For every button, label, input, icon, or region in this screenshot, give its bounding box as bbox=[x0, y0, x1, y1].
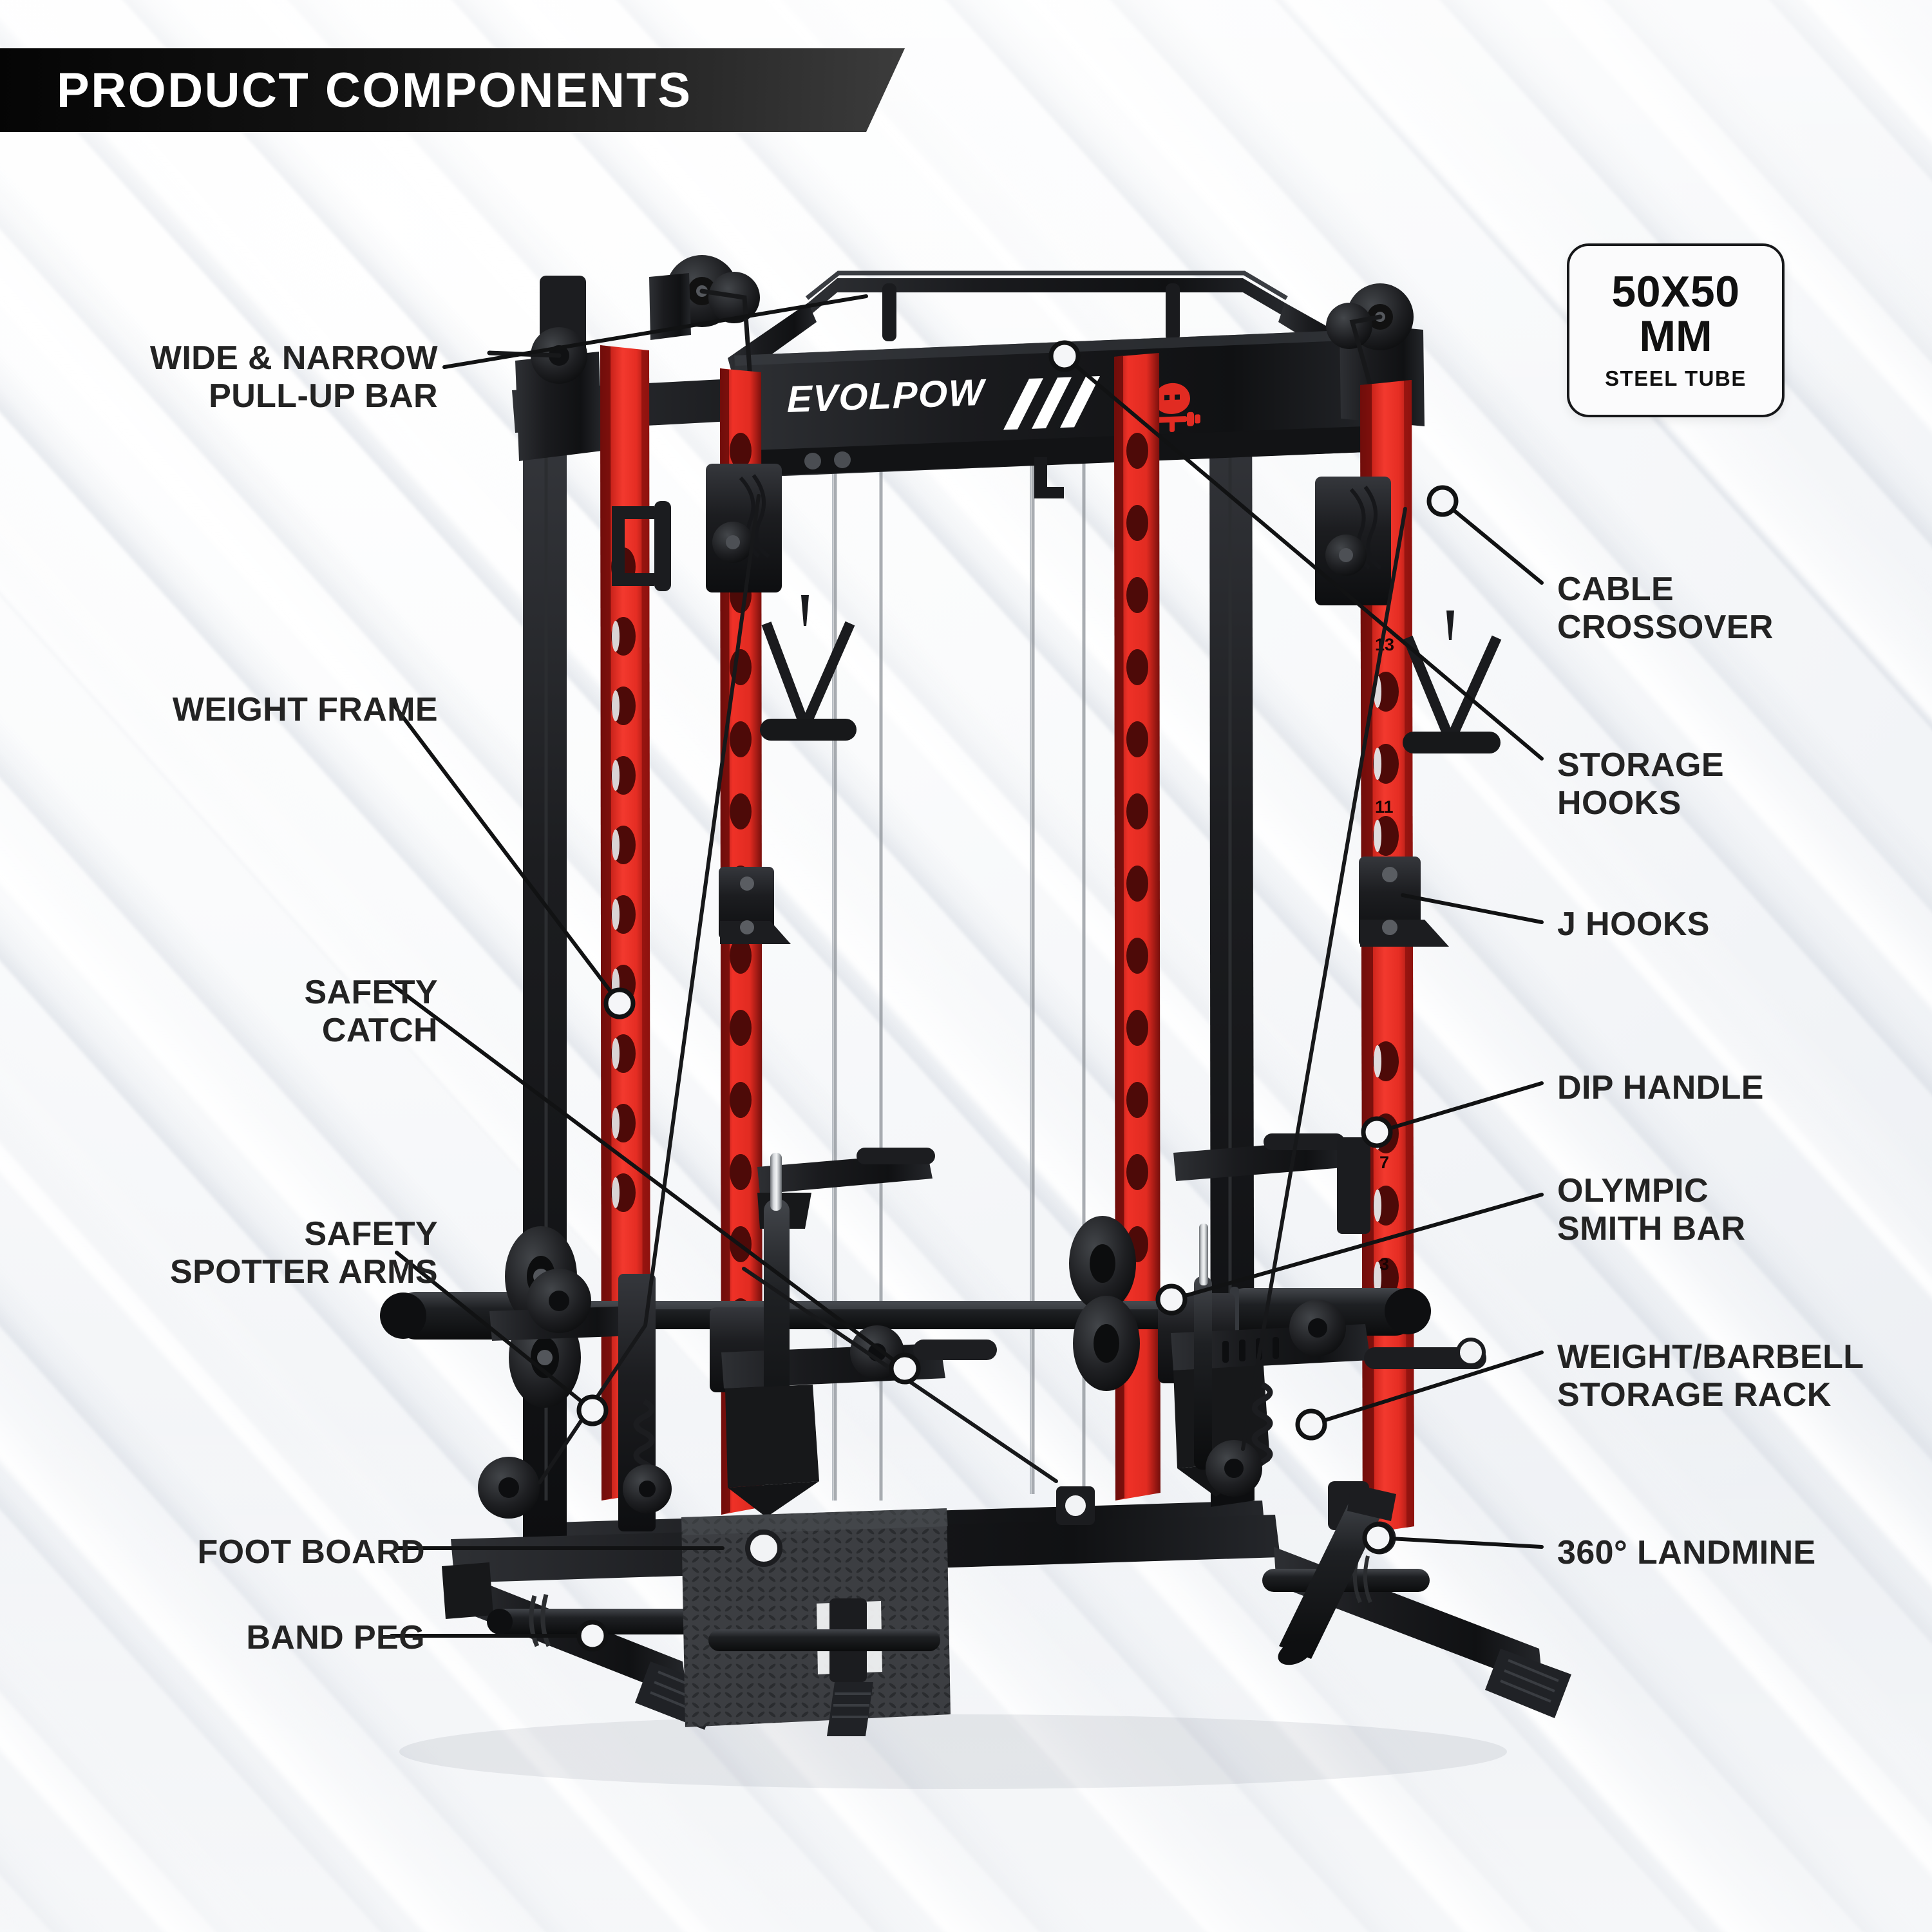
upright-number: 7 bbox=[1379, 1153, 1389, 1172]
callout-weight-frame: WEIGHT FRAME bbox=[172, 691, 438, 728]
callout-j-hooks: J HOOKS bbox=[1557, 905, 1710, 943]
callout-safety-catch: SAFETY CATCH bbox=[304, 974, 438, 1049]
right-weight-plates bbox=[1069, 1216, 1140, 1391]
callout-storage-hooks: STORAGE HOOKS bbox=[1557, 746, 1724, 822]
right-j-hook bbox=[1359, 857, 1449, 947]
foot-board bbox=[681, 1508, 951, 1736]
upright-number: 11 bbox=[1375, 797, 1394, 817]
callout-storage-rack: WEIGHT/BARBELL STORAGE RACK bbox=[1557, 1338, 1864, 1414]
spec-badge: 50X50 MM STEEL TUBE bbox=[1567, 243, 1785, 417]
right-dip-handle bbox=[1173, 1133, 1370, 1234]
left-accessory-handle bbox=[612, 501, 671, 591]
callout-band-peg: BAND PEG bbox=[246, 1619, 425, 1656]
callout-foot-board: FOOT BOARD bbox=[197, 1533, 425, 1571]
callout-cable-crossover: CABLE CROSSOVER bbox=[1557, 571, 1774, 646]
left-j-hook bbox=[719, 867, 791, 944]
callout-pullup-bar: WIDE & NARROW PULL-UP BAR bbox=[149, 339, 438, 415]
spec-badge-material: STEEL TUBE bbox=[1605, 366, 1747, 391]
callout-landmine: 360° LANDMINE bbox=[1557, 1534, 1816, 1571]
left-cable-crossover-head bbox=[706, 464, 857, 741]
page-title: PRODUCT COMPONENTS bbox=[57, 62, 692, 118]
spec-badge-unit: MM bbox=[1639, 312, 1712, 361]
upright-number: 3 bbox=[1379, 1255, 1389, 1274]
brand-wordmark-text: EVOLPOW bbox=[787, 372, 987, 421]
callout-olympic-smith-bar: OLYMPIC SMITH BAR bbox=[1557, 1172, 1746, 1247]
callout-safety-spotter: SAFETY SPOTTER ARMS bbox=[169, 1215, 438, 1291]
callout-dip-handle: DIP HANDLE bbox=[1557, 1069, 1764, 1106]
center-carriage-safety-catch bbox=[633, 1153, 997, 1517]
right-carriage-storage-rack bbox=[1158, 1224, 1486, 1497]
spec-badge-size: 50X50 bbox=[1611, 267, 1740, 316]
header-banner: PRODUCT COMPONENTS bbox=[0, 48, 905, 132]
